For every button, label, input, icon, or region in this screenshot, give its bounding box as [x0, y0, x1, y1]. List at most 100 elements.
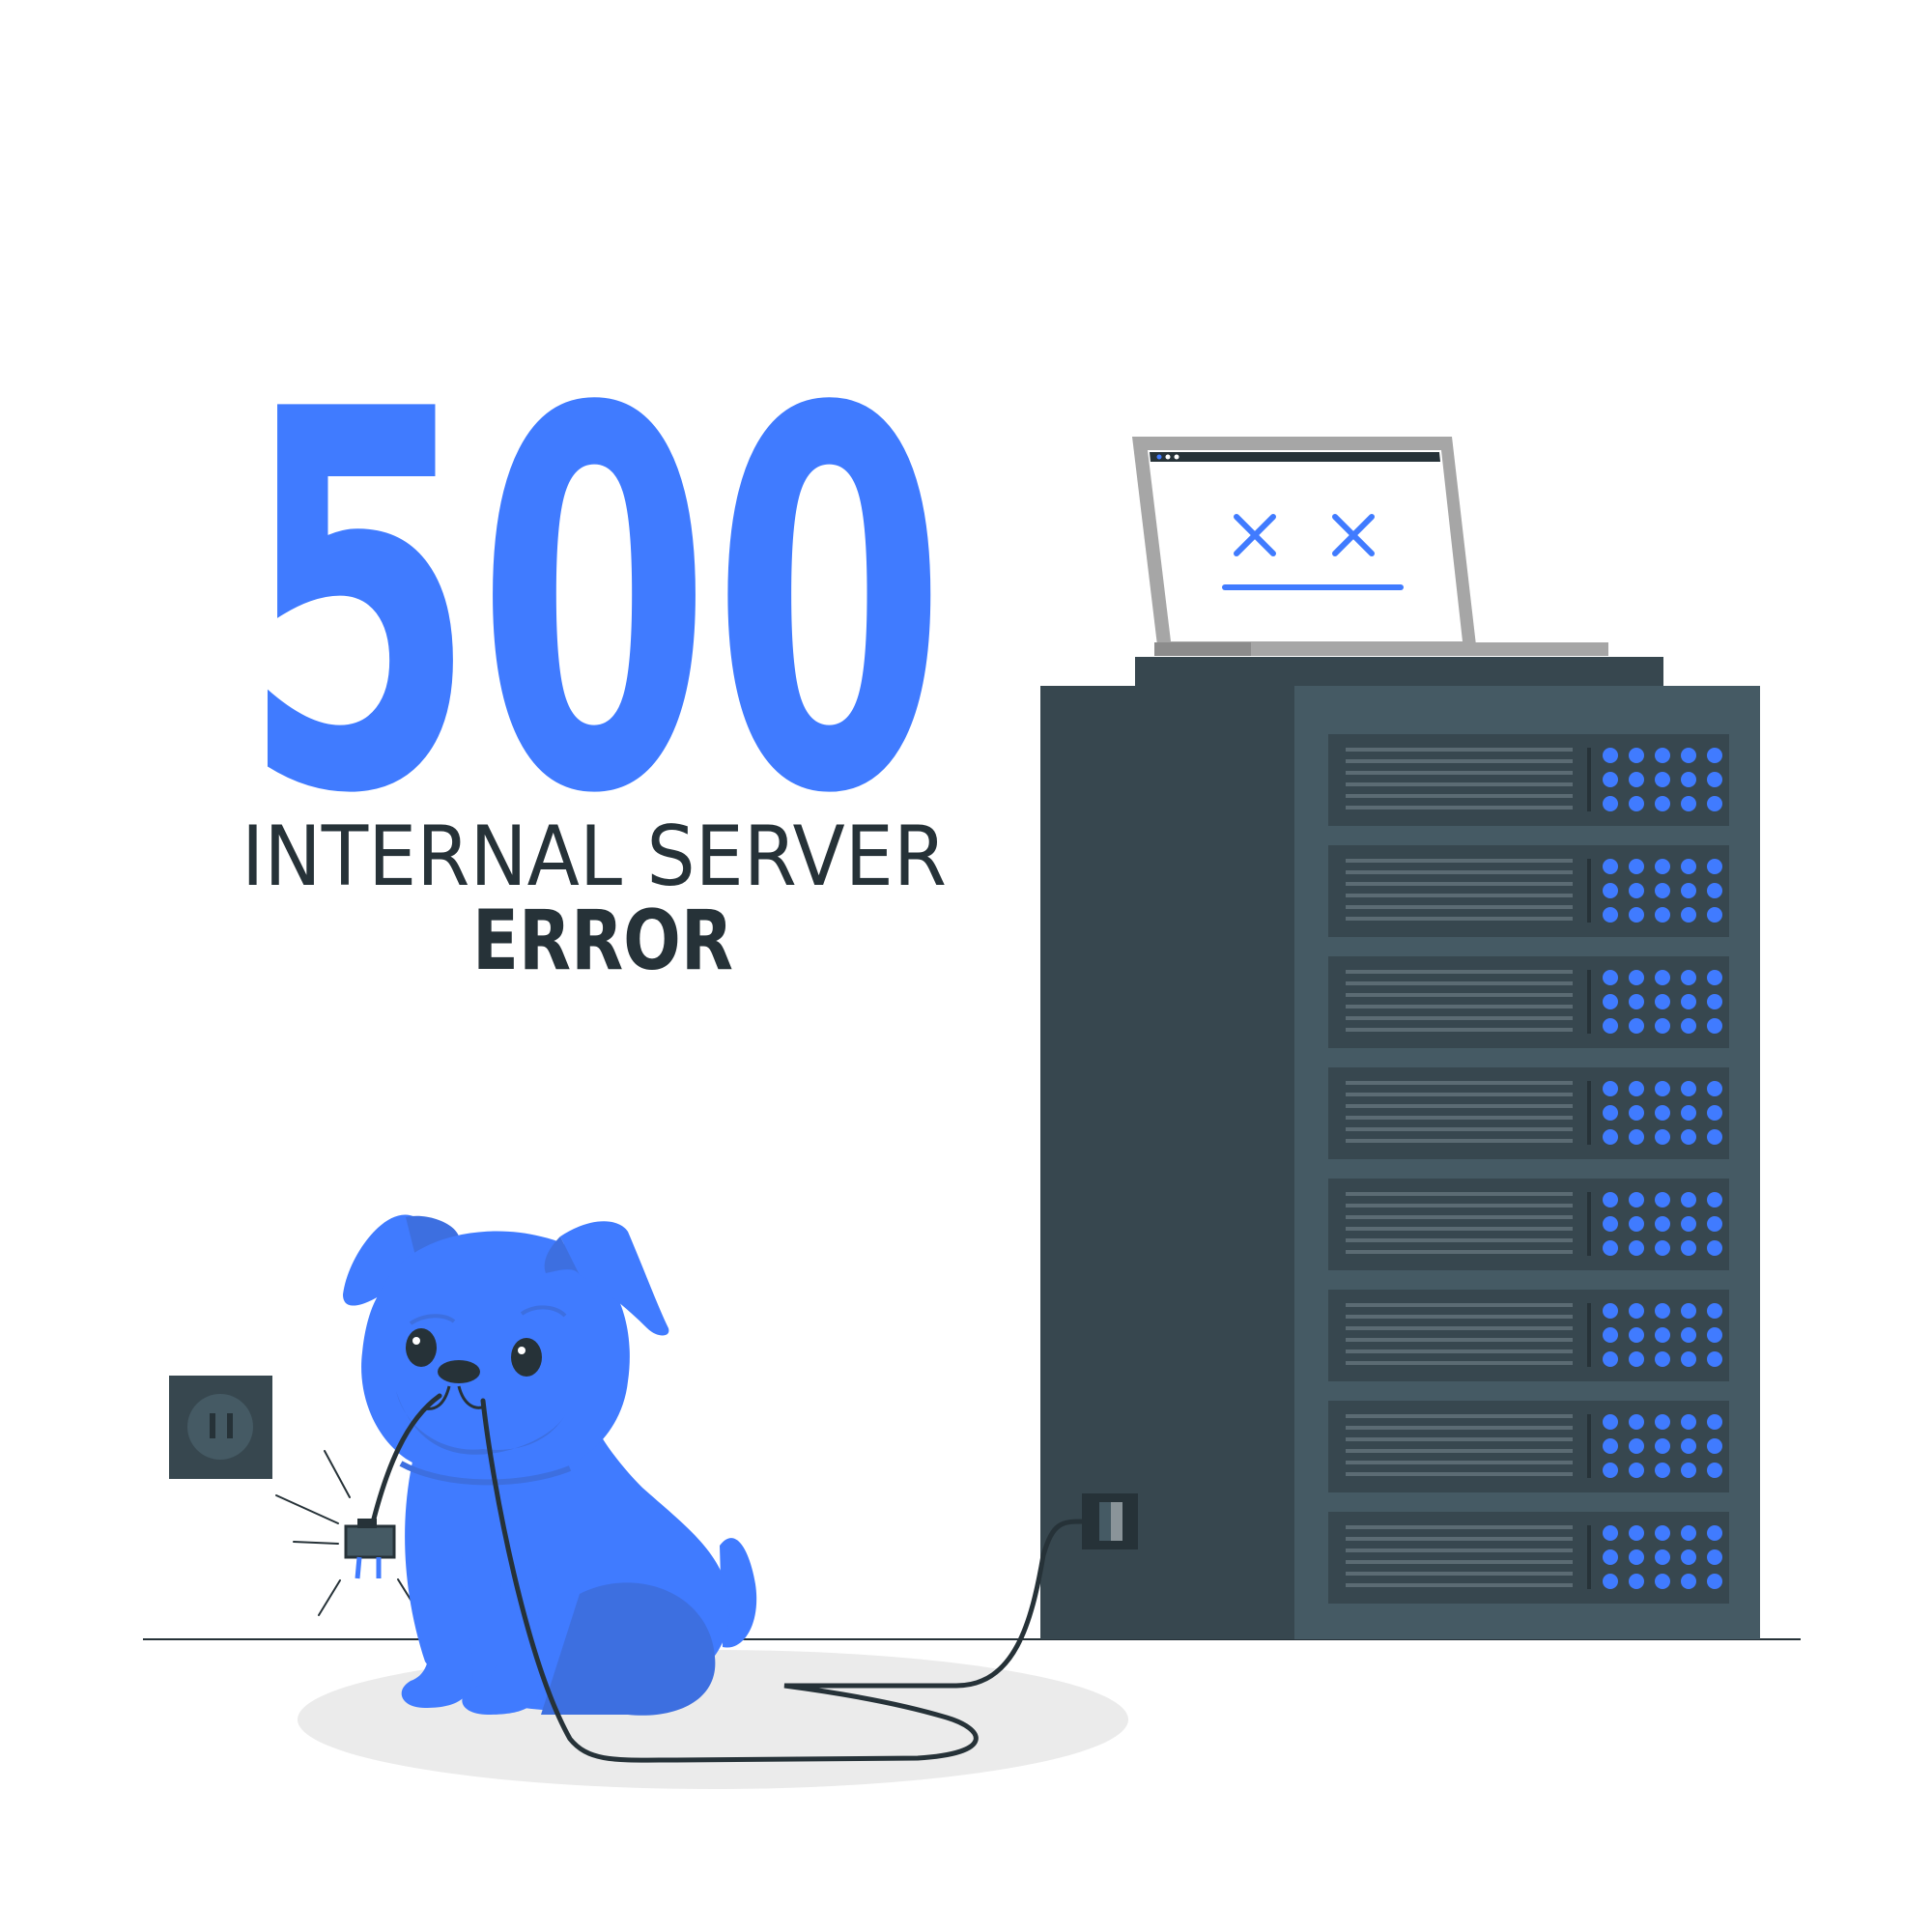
status-led — [1603, 1105, 1618, 1121]
status-led — [1681, 796, 1696, 811]
status-led — [1707, 1216, 1722, 1232]
status-led — [1629, 1351, 1644, 1367]
status-led — [1603, 859, 1618, 874]
status-led — [1707, 1081, 1722, 1096]
status-led — [1603, 994, 1618, 1009]
status-led — [1629, 1105, 1644, 1121]
status-led — [1603, 1018, 1618, 1034]
status-led — [1707, 1192, 1722, 1208]
status-led — [1707, 1240, 1722, 1256]
status-led — [1629, 1129, 1644, 1145]
server-rack-unit — [1328, 956, 1729, 1048]
laptop — [1132, 437, 1608, 656]
status-led — [1655, 1216, 1670, 1232]
status-led — [1655, 1574, 1670, 1589]
status-led — [1629, 1549, 1644, 1565]
status-led — [1681, 772, 1696, 787]
server-power-port — [1082, 1493, 1138, 1549]
server-rack-unit — [1328, 1290, 1729, 1381]
status-led — [1707, 796, 1722, 811]
status-led — [1681, 1192, 1696, 1208]
status-led — [1603, 1525, 1618, 1541]
dog-eye-right — [511, 1338, 542, 1377]
status-led — [1707, 748, 1722, 763]
status-led — [1707, 1351, 1722, 1367]
status-led — [1681, 1414, 1696, 1430]
status-led — [1681, 1129, 1696, 1145]
status-led — [1603, 1303, 1618, 1319]
status-led — [1603, 1216, 1618, 1232]
status-led — [1681, 1303, 1696, 1319]
status-led — [1603, 1327, 1618, 1343]
status-led — [1681, 1463, 1696, 1478]
status-led — [1655, 1129, 1670, 1145]
dead-face-x-eyes-icon — [1222, 514, 1404, 590]
dog-front-leg-left — [401, 1555, 473, 1708]
status-led — [1603, 1463, 1618, 1478]
dog-character — [343, 1214, 757, 1716]
status-led — [1629, 1018, 1644, 1034]
status-led — [1655, 772, 1670, 787]
status-led — [1655, 1414, 1670, 1430]
status-led — [1681, 1327, 1696, 1343]
laptop-base — [1154, 642, 1608, 656]
status-led — [1655, 1438, 1670, 1454]
status-led — [1629, 1327, 1644, 1343]
dog-ear-left — [343, 1214, 425, 1306]
server-rack-unit — [1328, 1512, 1729, 1604]
status-led — [1707, 1105, 1722, 1121]
power-cable — [369, 1393, 1087, 1763]
status-led — [1681, 994, 1696, 1009]
status-led — [1629, 1240, 1644, 1256]
status-led — [1681, 907, 1696, 923]
status-led — [1681, 1574, 1696, 1589]
status-led — [1629, 859, 1644, 874]
status-led — [1603, 796, 1618, 811]
status-led — [1707, 1414, 1722, 1430]
status-led — [1707, 1549, 1722, 1565]
status-led — [1603, 1574, 1618, 1589]
status-led — [1655, 1018, 1670, 1034]
status-led — [1629, 1463, 1644, 1478]
error-title-line2: ERROR — [472, 893, 733, 989]
status-led — [1681, 970, 1696, 985]
power-plug — [344, 1519, 396, 1579]
status-led — [1681, 1351, 1696, 1367]
status-led — [1603, 772, 1618, 787]
status-led — [1603, 1129, 1618, 1145]
status-led — [1707, 1463, 1722, 1478]
status-led — [1707, 1574, 1722, 1589]
status-led — [1655, 859, 1670, 874]
server-rack-side — [1040, 686, 1295, 1639]
status-led — [1629, 796, 1644, 811]
status-led — [1603, 1081, 1618, 1096]
status-led — [1681, 1105, 1696, 1121]
status-led — [1603, 1549, 1618, 1565]
status-led — [1655, 907, 1670, 923]
status-led — [1707, 883, 1722, 898]
dog-ear-right — [560, 1221, 669, 1336]
server-rack-unit — [1328, 1067, 1729, 1159]
status-led — [1603, 1351, 1618, 1367]
status-led — [1655, 1351, 1670, 1367]
status-led — [1681, 1525, 1696, 1541]
status-led — [1629, 1303, 1644, 1319]
error-title-line1: INTERNAL SERVER — [242, 809, 947, 905]
status-led — [1629, 1525, 1644, 1541]
status-led — [1655, 883, 1670, 898]
status-led — [1681, 859, 1696, 874]
status-led — [1655, 748, 1670, 763]
status-led — [1603, 748, 1618, 763]
status-led — [1707, 1018, 1722, 1034]
server-rack-top-cap — [1135, 657, 1663, 688]
status-led — [1629, 1414, 1644, 1430]
status-led — [1629, 907, 1644, 923]
status-led — [1655, 994, 1670, 1009]
status-led — [1603, 1414, 1618, 1430]
status-led — [1707, 772, 1722, 787]
status-led — [1681, 1438, 1696, 1454]
status-led — [1655, 1240, 1670, 1256]
dog-nose — [438, 1360, 480, 1383]
server-rack-unit — [1328, 734, 1729, 826]
status-led — [1681, 1549, 1696, 1565]
